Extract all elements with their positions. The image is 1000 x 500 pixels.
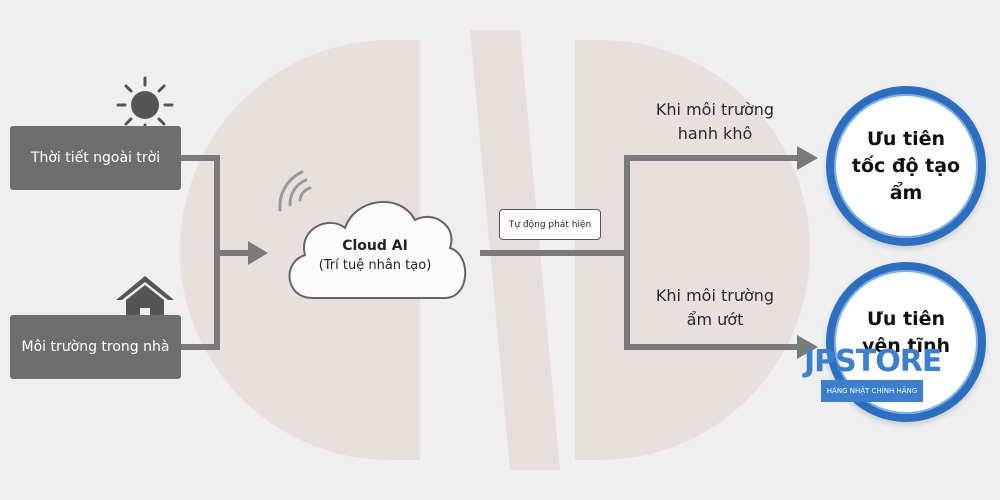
house-icon [116,276,174,322]
dry-condition-line1: Khi môi trường [655,100,775,119]
cloud-shape [288,200,467,299]
detect-label: Tự động phát hiện [508,219,592,230]
indoor-label: Môi trường trong nhà [21,339,170,355]
cloud-title: Cloud AI [342,238,408,254]
sun-icon [116,76,174,134]
dry-result-line2: tốc độ tạo [851,154,961,177]
arrow-to-wet [797,335,818,359]
dry-condition-line2: hanh khô [677,124,753,143]
dry-condition: Khi môi trường hanh khô [635,98,795,146]
background-logo [180,30,810,470]
signal-icon [278,170,312,212]
wet-condition: Khi môi trường ẩm ướt [635,284,795,332]
dry-result-line3: ẩm [889,181,923,204]
input-connectors [181,155,250,350]
wet-result-line2: yên tĩnh [861,335,951,357]
output-connectors [480,155,800,350]
brand-logo: JPSTORE [804,344,942,379]
dry-result-circle: Ưu tiên tốc độ tạo ẩm [826,86,986,246]
cloud-subtitle: (Trí tuệ nhân tạo) [318,258,432,273]
arrow-to-dry [797,146,818,170]
detect-tag: Tự động phát hiện [499,209,601,240]
indoor-box: Môi trường trong nhà [10,315,181,379]
wet-condition-line2: ẩm ướt [686,310,744,329]
weather-label: Thời tiết ngoài trời [30,150,161,166]
wet-result-line1: Ưu tiên [866,308,946,330]
cloud-label: Cloud AI (Trí tuệ nhân tạo) [300,236,450,276]
wet-condition-line1: Khi môi trường [655,286,775,305]
weather-box: Thời tiết ngoài trời [10,126,181,190]
arrow-to-cloud [248,241,268,265]
brand-tagline-text: HÀNG NHẬT CHÍNH HÃNG [826,387,918,395]
dry-result-line1: Ưu tiên [866,127,946,150]
brand-tagline: HÀNG NHẬT CHÍNH HÃNG [821,380,923,402]
